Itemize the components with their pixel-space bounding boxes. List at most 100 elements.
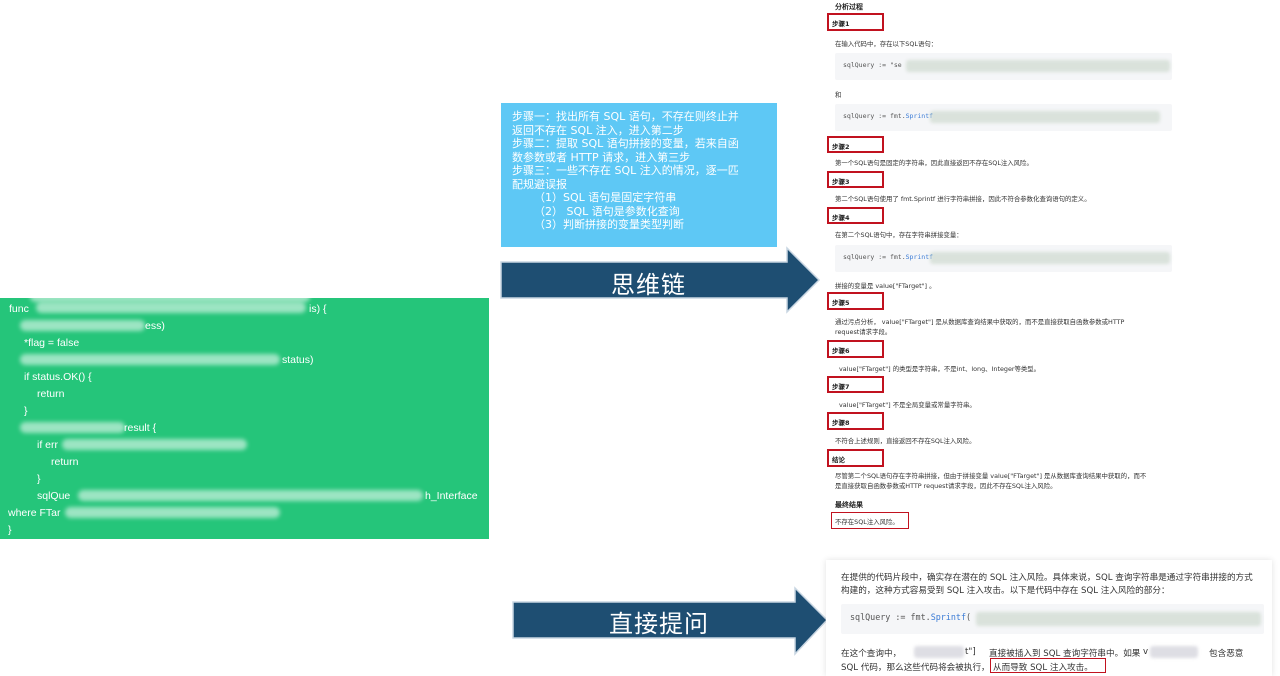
step5-pre: 通过污点分析， — [835, 318, 880, 326]
code-line: result { — [124, 422, 157, 434]
code-line: } — [8, 524, 12, 536]
conclusion-post: 是从数据库查询结果中获取的，而不 — [1044, 472, 1147, 480]
conclusion-line2: 是直接获取自函数参数或HTTP request请求字段，因此不存在SQL注入风险… — [835, 482, 1057, 490]
code-line: if status.OK() { — [24, 371, 92, 383]
code-line: sqlQue — [37, 490, 71, 502]
code-block-2-fn: Sprintf — [905, 112, 934, 120]
code-line: *flag = false — [24, 337, 80, 349]
final-result-title: 最终结果 — [835, 501, 863, 509]
blurred-code — [20, 354, 280, 365]
blurred-code — [65, 507, 280, 518]
blurred-code — [20, 320, 145, 331]
blurred-code — [930, 252, 1170, 264]
analysis-document: 分析过程 步骤1 在输入代码中，存在以下SQL语句： sqlQuery := "… — [820, 0, 1180, 540]
step5-line2: request请求字段。 — [835, 328, 892, 336]
step-label-8: 步骤8 — [827, 412, 884, 430]
code-line: func — [9, 303, 29, 315]
step6-code: value["FTarget"] — [839, 365, 891, 373]
step-label-7: 步骤7 — [827, 376, 884, 393]
analysis-title: 分析过程 — [835, 3, 863, 11]
code-line: return — [37, 388, 65, 400]
code-line: if err — [37, 439, 58, 451]
code-line: h_Interface — [425, 490, 478, 502]
code-line: } — [37, 473, 41, 485]
blurred-code — [20, 422, 125, 433]
step4-var-pre: 拼接的变量是 — [835, 282, 874, 290]
step-label-4: 步骤4 — [827, 207, 884, 224]
answer-line4-boxed: 从而导致 SQL 注入攻击。 — [993, 663, 1093, 673]
code-block-3-fn: Sprintf — [905, 253, 934, 261]
answer-line1: 在提供的代码片段中，确实存在潜在的 SQL 注入风险。具体来说，SQL 查询字符… — [841, 573, 1253, 583]
answer-line3-pre: 在这个查询中， — [841, 649, 902, 659]
code-line: ess) — [145, 320, 165, 332]
step3-text-post: 进行字符串拼接，因此不符合参数化查询语句的定义。 — [937, 195, 1091, 203]
step3-text: 第二个SQL语句使用了 fmt.Sprintf 进行字符串拼接，因此不符合参数化… — [835, 194, 1091, 203]
step3-text-pre: 第二个SQL语句使用了 — [835, 195, 899, 203]
answer-code-fn: Sprintf — [930, 612, 966, 622]
conclusion-label: 结论 — [827, 449, 884, 467]
step-label-6: 步骤6 — [827, 340, 884, 358]
step-label-5: 步骤5 — [827, 292, 884, 310]
final-result-text: 不存在SQL注入风险。 — [835, 518, 899, 526]
code-block-1-text: sqlQuery := "se — [843, 61, 902, 69]
code-line: status) — [282, 354, 314, 366]
step1-line2: 返回不存在 SQL 注入，进入第二步 — [512, 123, 684, 137]
step2-line1: 步骤二：提取 SQL 语句拼接的变量，若来自函 — [512, 137, 739, 150]
step2-line2: 数参数或者 HTTP 请求，进入第三步 — [512, 150, 691, 164]
answer-code-paren: ( — [965, 612, 972, 622]
conclusion-pre: 尽管第二个SQL语句存在字符串拼接，但由于拼接变量 — [835, 472, 989, 480]
step3-line1: 步骤三：一些不存在 SQL 注入的情况，逐一匹 — [512, 164, 739, 177]
answer-line4-pre: SQL 代码，那么这些代码将会被执行， — [841, 663, 990, 673]
step3-sub1: （1）SQL 语句是固定字符串 — [534, 191, 677, 204]
step4-var-post: 。 — [929, 282, 936, 290]
answer-line3-code: t"] — [965, 647, 976, 657]
answer-line3-post: 包含恶意 — [1209, 649, 1244, 659]
step5-text: 通过污点分析， value["FTarget"] 是从数据库查询结果中获取的，而… — [835, 317, 1124, 326]
step7-text: value["FTarget"] 不是全局变量或常量字符串。 — [839, 400, 976, 409]
answer-code-text: sqlQuery := fmt. — [850, 612, 931, 622]
direct-answer-panel: 在提供的代码片段中，确实存在潜在的 SQL 注入风险。具体来说，SQL 查询字符… — [826, 560, 1272, 676]
code-line: where FTar — [8, 507, 61, 519]
code-snippet-panel: func is) { ess) *flag = false status) if… — [0, 292, 489, 539]
answer-line2: 构建的，这种方式容易受到 SQL 注入攻击。以下是代码中存在 SQL 注入风险的… — [841, 586, 1170, 596]
step3-sub2: （2） SQL 语句是参数化查询 — [534, 204, 680, 218]
reasoning-steps-box: 步骤一：找出所有 SQL 语句，不存在则终止并 返回不存在 SQL 注入，进入第… — [501, 103, 777, 247]
blurred-code — [78, 490, 423, 501]
code-line: is) { — [309, 303, 327, 315]
code-block-3-text: sqlQuery := fmt. — [843, 253, 906, 261]
step-label-3: 步骤3 — [827, 171, 884, 188]
blurred-code — [1150, 646, 1198, 658]
step7-code: value["FTarget"] — [839, 401, 891, 409]
step-label-1: 步骤1 — [827, 13, 884, 31]
step5-code: value["FTarget"] — [881, 318, 934, 326]
step1-line1: 步骤一：找出所有 SQL 语句，不存在则终止并 — [512, 110, 739, 123]
step7-post: 不是全局变量或常量字符串。 — [892, 401, 976, 409]
final-result-highlight — [831, 512, 909, 529]
step4-text: 在第二个SQL语句中，存在字符串拼接变量： — [835, 231, 963, 239]
step-label-2: 步骤2 — [827, 136, 884, 153]
code-line: } — [24, 405, 28, 417]
step2-text: 第一个SQL语句是固定的字符串，因此直接返回不存在SQL注入风险。 — [835, 159, 1033, 167]
answer-line3-mid: 直接被插入到 SQL 查询字符串中。如果 — [989, 649, 1141, 659]
code-line: return — [51, 456, 79, 468]
blurred-code — [930, 111, 1160, 123]
step6-text: value["FTarget"] 的类型是字符串，不是int、long、Inte… — [839, 364, 1040, 373]
blurred-code — [914, 646, 964, 658]
conclusion-line1: 尽管第二个SQL语句存在字符串拼接，但由于拼接变量 value["FTarget… — [835, 471, 1146, 480]
direct-question-arrow — [512, 586, 829, 656]
answer-highlight — [990, 658, 1106, 673]
code-block-2-text: sqlQuery := fmt. — [843, 112, 906, 120]
chain-of-thought-arrow — [500, 246, 821, 314]
blurred-code — [976, 612, 1261, 626]
step5-post: 是从数据库查询结果中获取的，而不是直接获取自函数参数或HTTP — [935, 318, 1125, 326]
conclusion-code: value["FTarget"] — [990, 472, 1042, 480]
step6-post: 的类型是字符串，不是int、long、Integer等类型。 — [892, 365, 1041, 373]
blurred-code — [36, 302, 306, 313]
blurred-code — [30, 292, 310, 302]
chain-of-thought-label: 思维链 — [611, 271, 686, 299]
step4-var-text: 拼接的变量是 value["FTarget"] 。 — [835, 281, 935, 290]
blurred-code — [62, 439, 247, 450]
step1-text: 在输入代码中，存在以下SQL语句： — [835, 40, 938, 48]
step3-line2: 配规避误报 — [512, 177, 567, 191]
and-text: 和 — [835, 91, 842, 99]
